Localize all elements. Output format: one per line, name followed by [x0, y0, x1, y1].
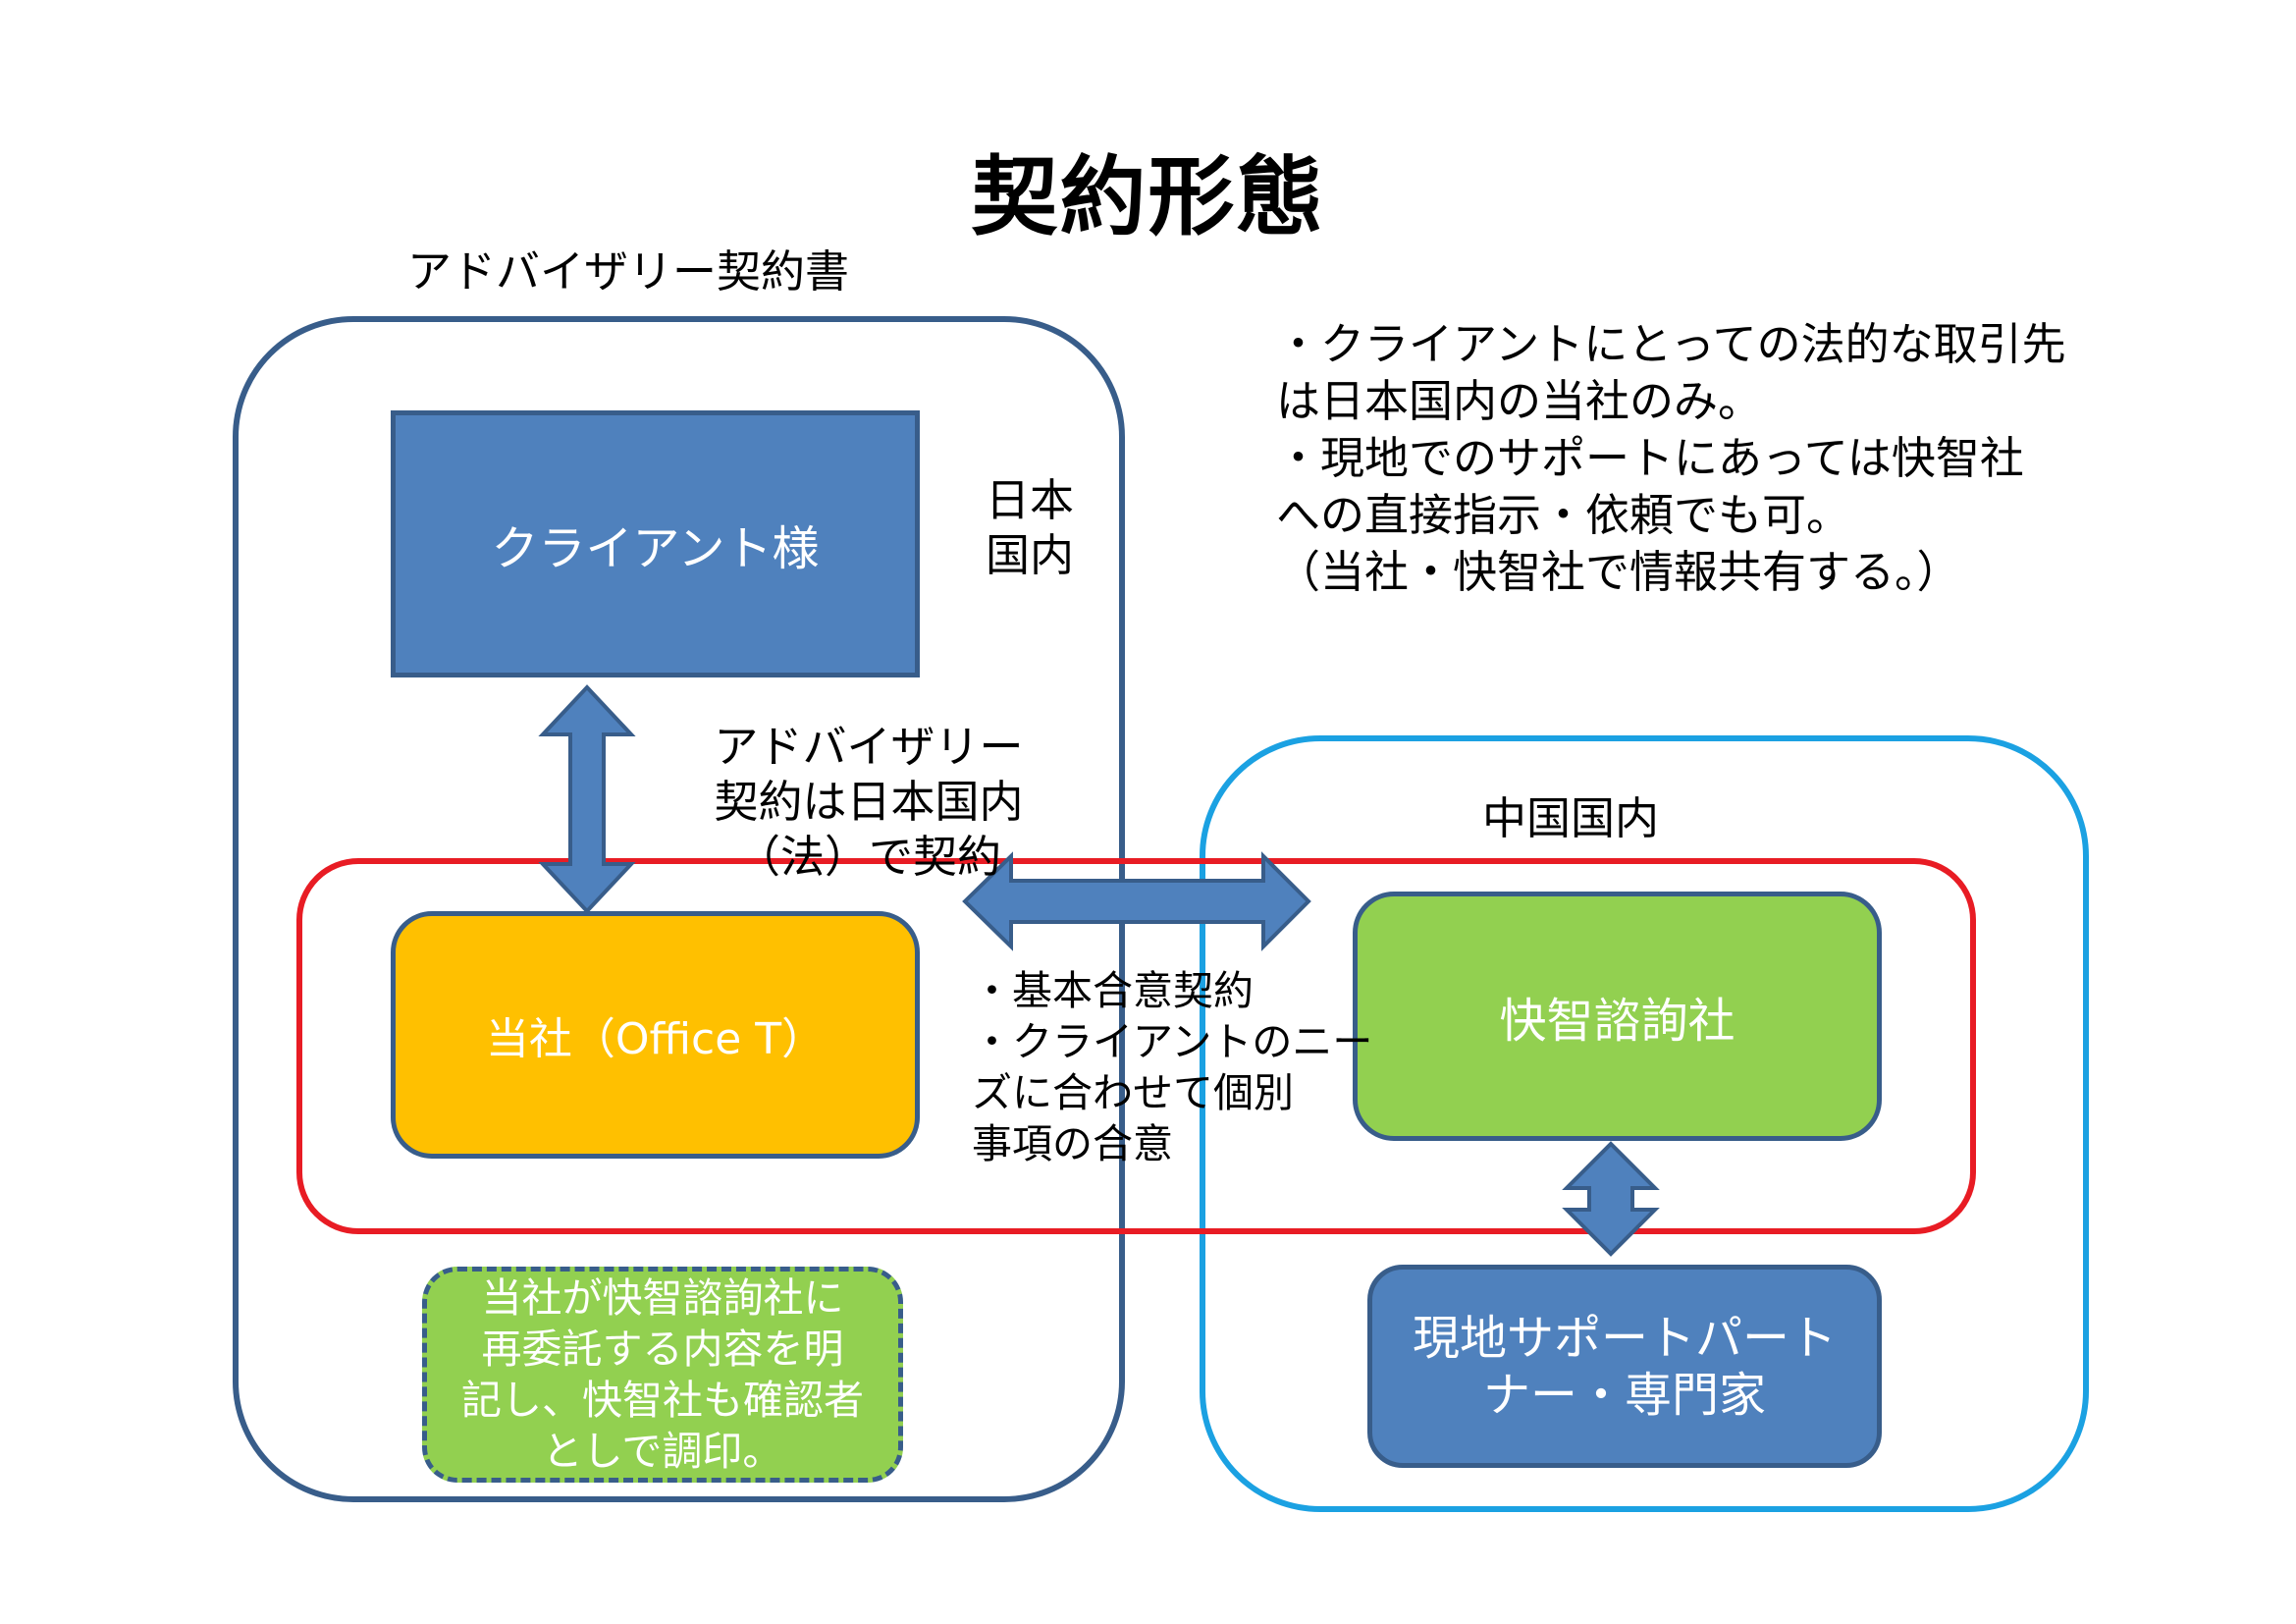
recontract-note-line: 記し、快智社も確認者	[461, 1377, 864, 1424]
office-box: 当社（Office T）	[391, 911, 920, 1159]
agreement-label-line: ・クライアントのニー	[972, 1018, 1373, 1065]
advisory-contract-label: アドバイザリー 契約は日本国内 （法）で契約	[682, 720, 1055, 885]
client-box: クライアント様	[391, 410, 920, 677]
china-region-outline	[1200, 735, 2089, 1512]
support-partner-line: 現地サポートパート	[1412, 1310, 1837, 1366]
office-kaichi-arrow	[962, 851, 1311, 951]
note-line: （当社・快智社で情報共有する。）	[1276, 546, 1961, 598]
advisory-label-line: （法）で契約	[735, 831, 1001, 883]
agreement-label: ・基本合意契約 ・クライアントのニー ズに合わせて個別 事項の合意	[972, 965, 1372, 1169]
china-region-label: 中国国内	[1482, 792, 1660, 844]
japan-label-line: 国内	[986, 529, 1075, 581]
note-line: への直接指示・依頼でも可。	[1276, 489, 1851, 541]
kaichi-box-label: 快智諮詢社	[1499, 994, 1735, 1049]
note-line: ・現地でのサポートにあっては快智社	[1276, 432, 2024, 484]
note-line: は日本国内の当社のみ。	[1276, 375, 1763, 427]
agreement-label-line: ズに合わせて個別	[972, 1069, 1294, 1116]
advisory-label-line: 契約は日本国内	[714, 776, 1024, 828]
collaboration-outline	[296, 858, 1976, 1234]
support-partner-box: 現地サポートパート ナー・専門家	[1367, 1265, 1882, 1468]
recontract-note-line: 当社が快智諮詢社に	[481, 1274, 844, 1322]
agreement-label-line: 事項の合意	[972, 1120, 1173, 1167]
recontract-note-box: 当社が快智諮詢社に 再委託する内容を明 記し、快智社も確認者 としで調印。	[422, 1267, 903, 1483]
kaichi-box: 快智諮詢社	[1353, 892, 1882, 1141]
japan-label-line: 日本	[986, 474, 1075, 526]
support-partner-line: ナー・専門家	[1482, 1367, 1766, 1423]
office-box-label: 当社（Office T）	[485, 1014, 826, 1064]
page-title: 契約形態	[971, 146, 1325, 247]
client-office-arrow	[538, 684, 636, 914]
contract-document-label: アドバイザリー契約書	[407, 245, 850, 298]
recontract-note-line: 再委託する内容を明	[481, 1326, 844, 1373]
advisory-label-line: アドバイザリー	[714, 721, 1024, 773]
japan-region-label: 日本 国内	[986, 473, 1074, 583]
kaichi-support-arrow	[1562, 1141, 1660, 1257]
recontract-note-line: としで調印。	[542, 1428, 783, 1475]
agreement-label-line: ・基本合意契約	[972, 967, 1254, 1014]
client-box-label: クライアント様	[491, 521, 820, 576]
notes-block: ・クライアントにとっての法的な取引先 は日本国内の当社のみ。 ・現地でのサポート…	[1276, 316, 2066, 601]
note-line: ・クライアントにとっての法的な取引先	[1276, 318, 2066, 370]
